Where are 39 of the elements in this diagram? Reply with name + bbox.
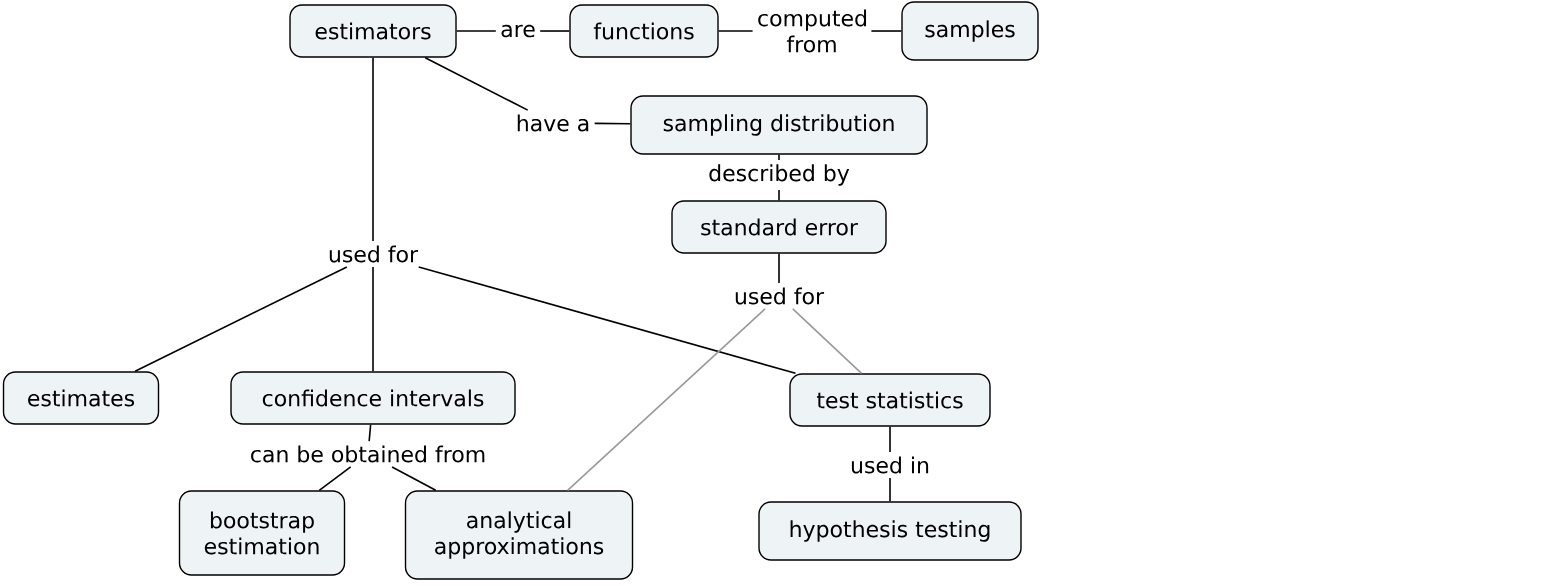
linking-phrase: computed from (753, 5, 871, 57)
connector-line (717, 30, 754, 32)
concept-box: estimates (2, 371, 160, 425)
connector-line (368, 423, 372, 442)
connector-line (889, 425, 891, 453)
connector-line (424, 56, 529, 111)
connector-line (391, 466, 437, 492)
concept-box: bootstrap estimation (178, 490, 346, 576)
connector-line (372, 266, 374, 373)
concept-box: standard error (671, 200, 887, 254)
concept-box: samples (901, 1, 1039, 61)
connector-line (778, 252, 780, 284)
linking-phrase: described by (704, 160, 854, 190)
connector-line (318, 466, 352, 492)
connector-line (778, 153, 780, 161)
concept-box: analytical approximations (404, 490, 634, 580)
concept-box: hypothesis testing (758, 501, 1022, 561)
linking-phrase: are (496, 20, 540, 42)
concept-box: estimators (289, 4, 457, 58)
linking-phrase: used in (846, 452, 934, 478)
concept-box: functions (569, 4, 719, 58)
connector-line (566, 308, 766, 492)
connector-line (792, 308, 863, 375)
connector-line (778, 189, 780, 202)
connector-line (417, 266, 797, 375)
concept-box: confidence intervals (230, 371, 516, 425)
connector-line (889, 477, 891, 503)
connector-line (372, 56, 374, 242)
concept-box: sampling distribution (630, 95, 928, 155)
linking-phrase: used for (729, 283, 829, 309)
linking-phrase: used for (323, 241, 423, 267)
connector-line (870, 30, 903, 32)
linking-phrase: can be obtained from (245, 441, 491, 467)
connector-line (539, 30, 571, 32)
connector-line (593, 122, 632, 125)
connector-line (455, 30, 497, 32)
connector-line (134, 266, 348, 373)
linking-phrase: have a (511, 110, 595, 136)
concept-box: test statistics (789, 373, 991, 427)
